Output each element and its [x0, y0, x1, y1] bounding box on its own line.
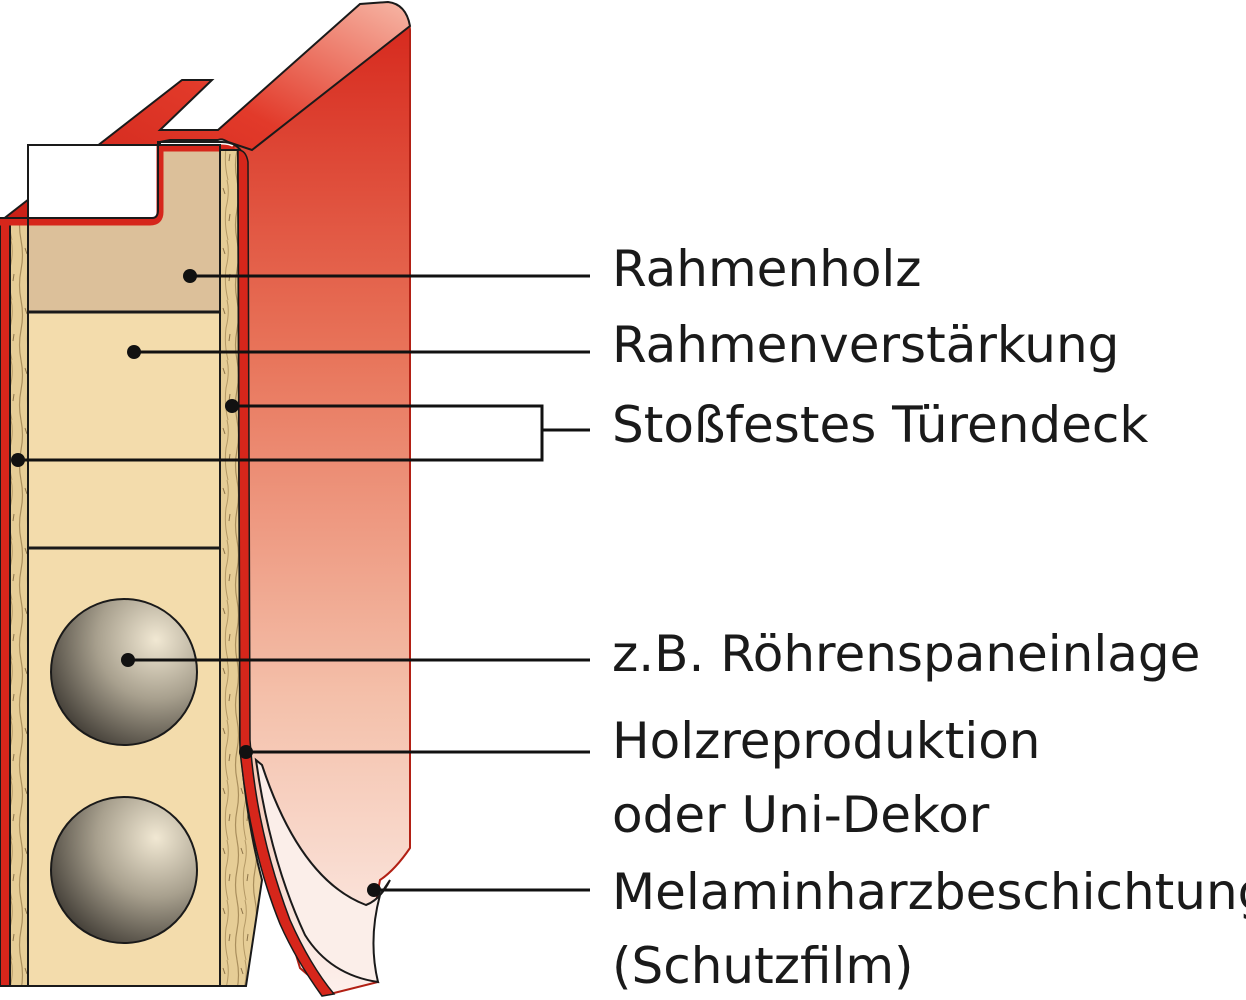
- marker-holzreproduktion: [239, 745, 253, 759]
- marker-rahmenverstaerkung: [127, 345, 141, 359]
- label-holzreproduktion-line1: Holzreproduktion: [612, 712, 1041, 770]
- label-rahmenverstaerkung: Rahmenverstärkung: [612, 316, 1119, 374]
- label-melamin-line1: Melaminharzbeschichtung: [612, 863, 1246, 921]
- left-deck-board: [9, 221, 29, 987]
- tube-upper: [50, 598, 198, 746]
- marker-tuerendeck-left: [11, 453, 25, 467]
- rebate-outline: [0, 141, 245, 219]
- protective-film-peel: [254, 757, 391, 984]
- marker-tuerendeck-right: [225, 399, 239, 413]
- label-tuerendeck: Stoßfestes Türendeck: [612, 396, 1148, 454]
- left-coating: [0, 217, 11, 987]
- label-holzreproduktion-line2: oder Uni-Dekor: [612, 786, 990, 844]
- label-melamin-line2: (Schutzfilm): [612, 937, 914, 995]
- leader-tuerendeck: [18, 404, 544, 462]
- rebate-notch: [28, 145, 158, 222]
- marker-melamin: [367, 883, 381, 897]
- frame-reinforcement: [28, 312, 220, 548]
- right-coating: [237, 149, 336, 997]
- label-roehrenspan: z.B. Röhrenspaneinlage: [612, 625, 1200, 683]
- tube-lower: [50, 796, 198, 944]
- marker-rahmenholz: [183, 269, 197, 283]
- label-rahmenholz: Rahmenholz: [612, 240, 922, 298]
- marker-roehrenspan: [121, 653, 135, 667]
